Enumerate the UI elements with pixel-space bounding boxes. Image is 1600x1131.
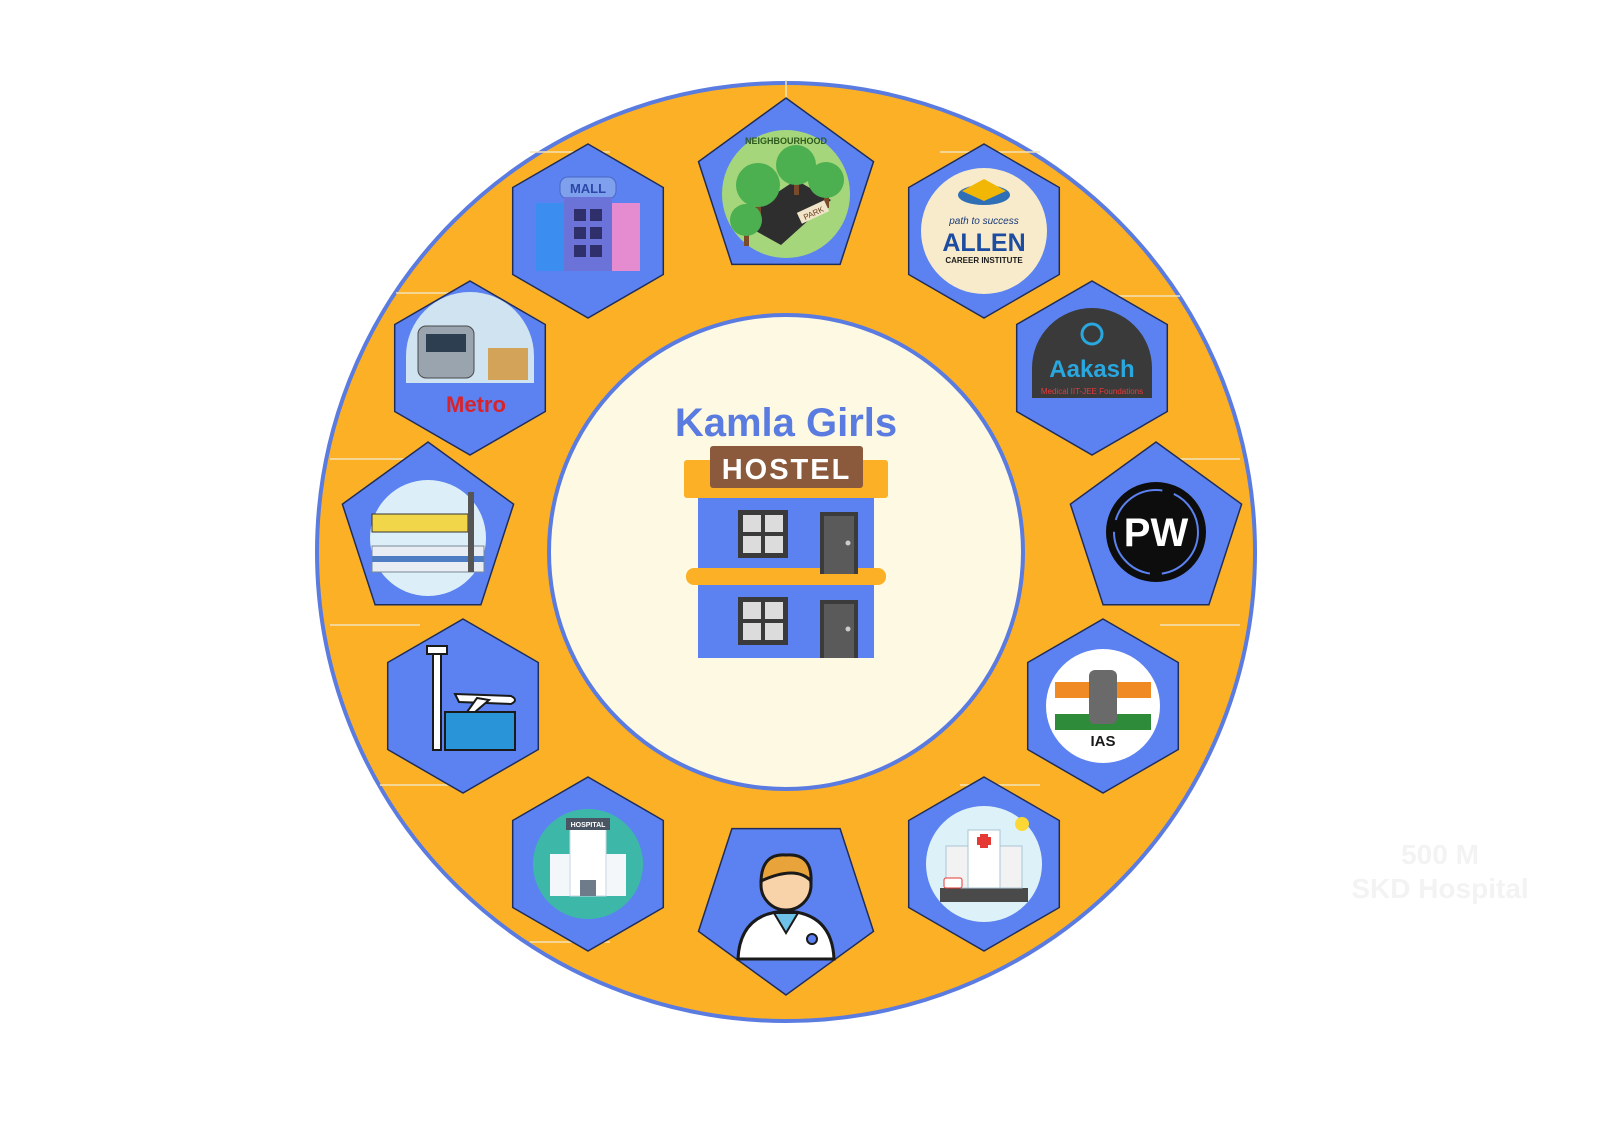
tree-trunk <box>756 201 761 217</box>
hospital-icon: HOSPITAL <box>533 809 643 919</box>
hub-title: Kamla Girls <box>675 401 897 445</box>
control-tower <box>432 653 442 751</box>
park-label: NEIGHBOURHOOD <box>745 136 828 146</box>
tree-crown <box>730 204 762 236</box>
mall-window <box>590 227 602 239</box>
tree-trunk <box>794 179 799 195</box>
allen-tagline: path to success <box>948 216 1018 227</box>
aakash-badge <box>1032 308 1152 398</box>
door <box>820 512 858 574</box>
mall-window <box>574 209 586 221</box>
amenity-node-airport <box>386 618 540 794</box>
metro-train-icon: Metro <box>406 292 534 417</box>
sun <box>1015 817 1029 831</box>
mall-window <box>574 227 586 239</box>
airport-icon <box>426 645 516 751</box>
metro-windscreen <box>426 334 466 352</box>
door <box>820 600 858 658</box>
window <box>738 597 788 645</box>
park-sign <box>796 200 830 224</box>
hostel-sign-text: HOSTEL <box>722 454 852 486</box>
hospital-label: HOSPITAL <box>571 822 607 829</box>
tree-trunk <box>744 230 749 246</box>
mall-right-wing <box>610 203 640 271</box>
amenity-node-railway-station <box>341 441 515 606</box>
airplane-wing <box>465 696 492 713</box>
pw-ring <box>1113 489 1199 575</box>
tree-crown <box>776 145 816 185</box>
pw-label: PW <box>1124 511 1189 555</box>
mall-left-wing <box>536 203 566 271</box>
hospital-sign <box>566 818 610 830</box>
station-signboard <box>371 513 469 533</box>
terminal <box>444 711 516 751</box>
physics-wallah-logo: PW <box>1106 482 1206 582</box>
park-path <box>736 180 831 245</box>
ghost-distance: 500 M <box>1401 839 1479 870</box>
amenity-node-doctor <box>697 827 875 996</box>
window <box>738 510 788 558</box>
allen-label: ALLEN <box>942 229 1025 257</box>
mall-icon: MALL <box>536 176 640 271</box>
stethoscope <box>806 933 818 945</box>
aakash-mark <box>1080 322 1104 346</box>
metro-label: Metro <box>446 392 506 417</box>
mall-center <box>564 197 612 271</box>
platform <box>488 348 528 380</box>
red-cross-h <box>977 837 991 845</box>
amenity-node-ias-emblem: IAS <box>1026 618 1180 794</box>
hostel-sign <box>710 446 863 488</box>
hospital-door <box>580 880 596 896</box>
ghost-label: 500 M SKD Hospital <box>1330 838 1550 906</box>
ghost-place: SKD Hospital <box>1351 873 1529 904</box>
emblem-pillar <box>1089 670 1117 724</box>
amenity-node-hospital-building <box>907 776 1061 952</box>
railway-station-icon <box>370 480 486 596</box>
mall-window <box>574 245 586 257</box>
ambulance <box>943 877 963 889</box>
pw-disc <box>1106 482 1206 582</box>
pole <box>468 492 474 572</box>
amenity-node-metro-train: Metro <box>393 280 547 456</box>
mall-window <box>590 209 602 221</box>
allen-disc <box>921 168 1047 294</box>
amenity-node-physics-wallah: PW <box>1069 441 1243 606</box>
road <box>940 888 1028 902</box>
hospital-building-icon <box>926 806 1042 922</box>
mall-label: MALL <box>570 181 606 196</box>
aakash-label: Aakash <box>1049 356 1134 383</box>
ias-label: IAS <box>1090 733 1115 750</box>
amenity-node-mall: MALL <box>511 143 665 319</box>
allen-cap <box>962 179 1006 201</box>
aakash-sublabel: Medical IIT-JEE Foundations <box>1041 387 1143 396</box>
ias-emblem-icon: IAS <box>1046 649 1160 763</box>
hostel-building-icon: HOSTEL <box>684 446 888 658</box>
amenity-node-hospital: HOSPITAL <box>511 776 665 952</box>
mall-window <box>590 245 602 257</box>
doctor-icon <box>736 853 836 961</box>
doctor-shirt <box>772 912 800 935</box>
tree-crown <box>736 163 780 207</box>
train-stripe <box>372 556 484 562</box>
tower-top <box>426 645 448 655</box>
doctor-hair <box>759 853 813 885</box>
allen-sublabel: CAREER INSTITUTE <box>945 256 1023 265</box>
tree-crown <box>808 162 844 198</box>
tree-trunk <box>824 192 829 208</box>
